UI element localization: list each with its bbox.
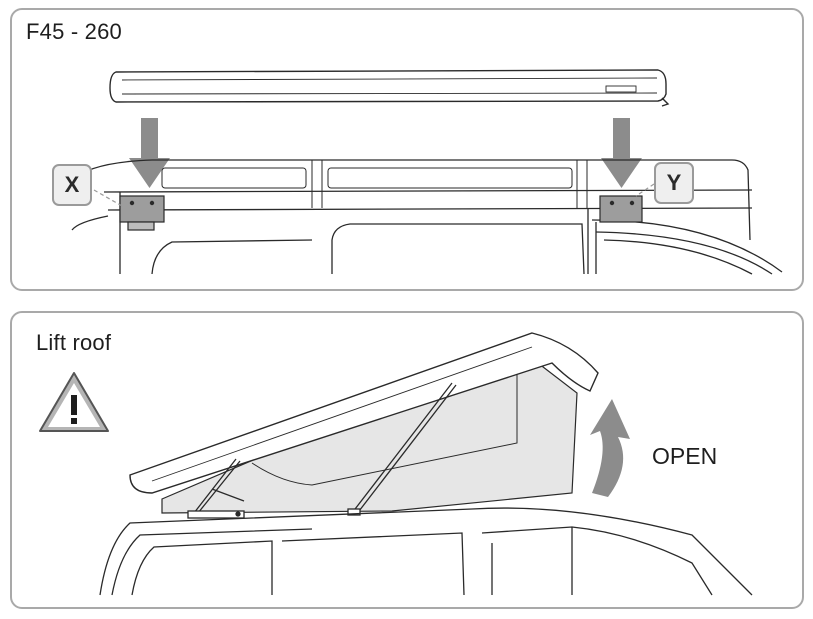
down-arrow-right [601, 118, 642, 188]
roof-lid [129, 332, 599, 494]
lift-roof-illustration [39, 332, 753, 596]
model-label: F45 - 260 [26, 19, 122, 44]
open-label: OPEN [652, 443, 718, 469]
van-body-outline [99, 507, 753, 596]
bracket-y [599, 195, 643, 223]
scissor-hinge [187, 458, 245, 519]
awning-mounting-panel: F45 - 260 [10, 8, 804, 291]
lift-roof-label: Lift roof [36, 330, 112, 355]
callout-y: Y [654, 162, 694, 204]
awning-housing [109, 69, 670, 107]
van-rail-illustration [71, 69, 783, 275]
gas-strut [347, 382, 457, 516]
callout-x: X [52, 164, 92, 206]
open-arrow-icon [590, 399, 630, 497]
down-arrow-left [129, 118, 170, 188]
lift-roof-panel: Lift roof [10, 311, 804, 609]
leader-line-y [635, 183, 655, 197]
bracket-x [119, 195, 165, 231]
leader-line-x [93, 189, 123, 207]
warning-triangle-icon [39, 372, 109, 432]
